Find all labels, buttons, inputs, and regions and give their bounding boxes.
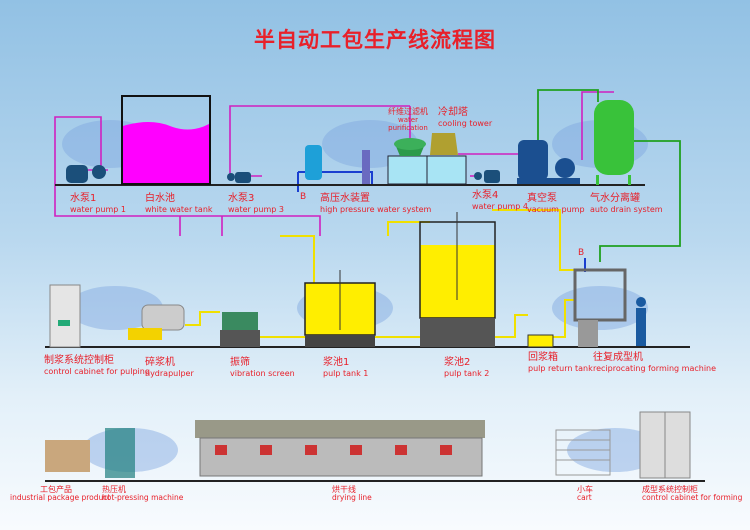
pulping-control-cabinet: [49, 284, 81, 348]
high-pressure-water-system: [305, 145, 370, 184]
drying-line: [195, 420, 485, 477]
hot-press: [105, 428, 135, 478]
pulp-return-tank: [527, 334, 554, 348]
cart: [555, 429, 611, 476]
marker-b-middle: B: [578, 248, 585, 258]
forming-control-cabinet: [639, 411, 691, 479]
auto-drain-tank: [594, 100, 634, 185]
vibration-screen: [220, 312, 260, 347]
white-water-tank: [121, 95, 211, 185]
package-products: [45, 440, 90, 472]
pulp-tank-1: [304, 270, 376, 347]
pulp-pipes: [185, 209, 575, 338]
air-pipes: [537, 89, 681, 262]
purification-and-cooling: [387, 133, 467, 185]
pumps: [66, 165, 500, 183]
vacuum-pump: [517, 140, 580, 184]
forming-machine: [573, 268, 646, 347]
hydrapulper: [128, 304, 185, 340]
marker-b-top: B: [300, 192, 307, 202]
diagram-title: 半自动工包生产线流程图: [254, 28, 496, 52]
pulp-tank-2: [419, 212, 496, 347]
